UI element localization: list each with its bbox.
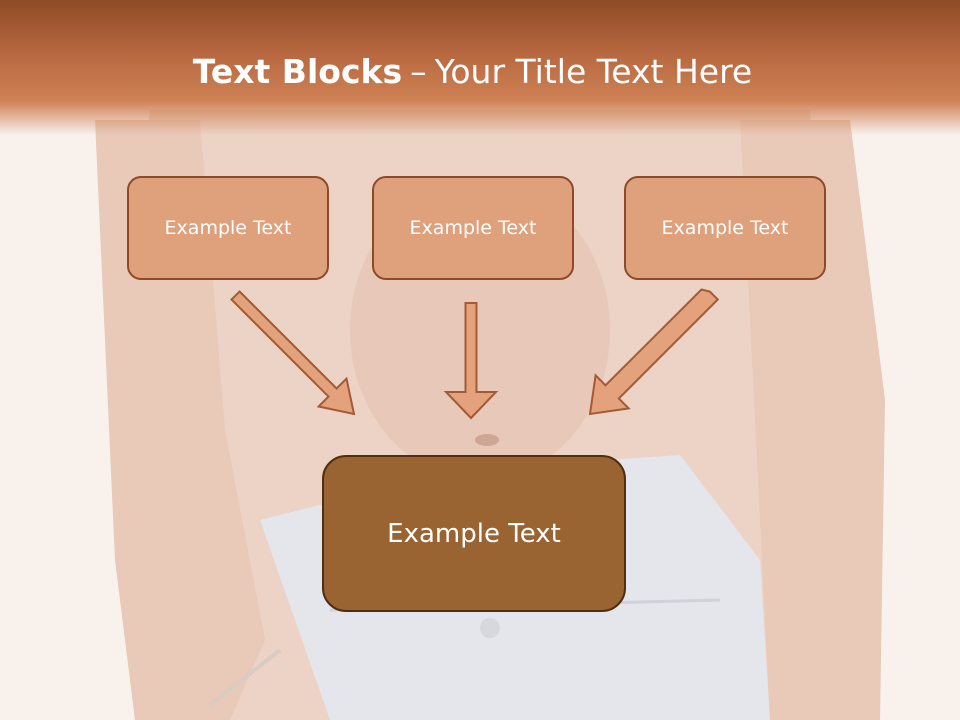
text-block-1[interactable]: Example Text: [127, 176, 329, 280]
result-block[interactable]: Example Text: [322, 455, 626, 612]
arrow-right-icon: [588, 288, 720, 416]
arrow-center-icon: [443, 302, 499, 420]
text-block-3-label: Example Text: [661, 217, 789, 239]
result-block-label: Example Text: [387, 518, 561, 549]
text-block-1-label: Example Text: [164, 217, 292, 239]
title-dash: –: [410, 52, 427, 91]
title-rest-text: Your Title Text Here: [434, 52, 753, 91]
title-band: [0, 0, 960, 135]
title-bold-text: Text Blocks: [192, 52, 403, 91]
arrow-left-icon: [230, 290, 356, 416]
text-block-2[interactable]: Example Text: [372, 176, 574, 280]
slide-title: Text Blocks–Your Title Text Here: [0, 52, 945, 91]
text-block-2-label: Example Text: [409, 217, 537, 239]
text-block-3[interactable]: Example Text: [624, 176, 826, 280]
